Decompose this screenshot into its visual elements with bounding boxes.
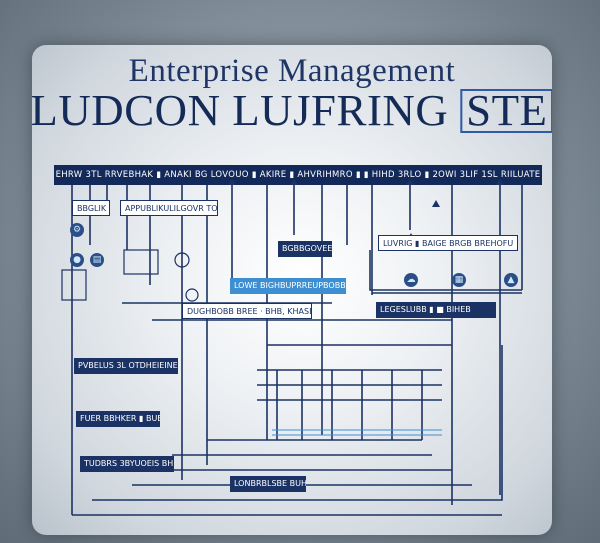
cloud-icon: ☁: [404, 273, 418, 287]
chart-icon: ▲: [504, 273, 518, 287]
arrow-head: [228, 179, 236, 185]
header-bar: EHRW 3TL RRVEBHAK ▮ ANAKI BG LOVOUO ▮ AK…: [54, 165, 542, 185]
node-9: FUER BBHKER ▮ BUEG: [76, 411, 160, 427]
gear-icon: ⚙: [70, 223, 84, 237]
node-4: LUVRIG ▮ BAIGE BRGB BREHOFU: [378, 235, 518, 251]
node-5: LOWE BIGHBUPRREUPBOBBISB: [230, 278, 346, 294]
title-line-2-main: LUDCON LUJFRING: [32, 86, 449, 135]
device-cluster: [174, 252, 190, 268]
device-cluster: [61, 269, 87, 301]
node-1: BBGLIK: [72, 200, 110, 216]
diagram-card: Enterprise Management LUDCON LUJFRING ST…: [32, 45, 552, 535]
connector-line: [92, 345, 503, 501]
device-cluster: [123, 249, 159, 275]
node-2: APPUBLIKULILGOVR TOHGER: [120, 200, 218, 216]
arrow-head: [432, 200, 440, 207]
arrow-head: [290, 179, 298, 185]
node-6: DUGHBOBB BREE · BHB, KHASE: [182, 303, 312, 319]
connector-line: [369, 250, 522, 291]
title-line-2-boxed: STE: [459, 89, 552, 133]
node-8: PVBELUS 3L OTDHEIEINEF: [74, 358, 178, 374]
node-3: BGBBGOVEE: [278, 241, 332, 257]
node-11: LONBRBLSBE BUHEBE: [230, 476, 306, 492]
title-line-1: Enterprise Management: [128, 53, 456, 89]
database-icon: ▤: [90, 253, 104, 267]
arrow-head: [496, 179, 504, 185]
node-7: LEGESLUBB ▮ ■ BIHEB: [376, 302, 496, 318]
arrow-head: [406, 179, 414, 185]
server-icon: ▦: [452, 273, 466, 287]
device-cluster: [185, 288, 199, 302]
title-line-2: LUDCON LUJFRING STE: [32, 85, 552, 136]
user-icon: ●: [70, 253, 84, 267]
node-10: TUDBRS 3BYUOEIS BHHBLIB: [80, 456, 174, 472]
